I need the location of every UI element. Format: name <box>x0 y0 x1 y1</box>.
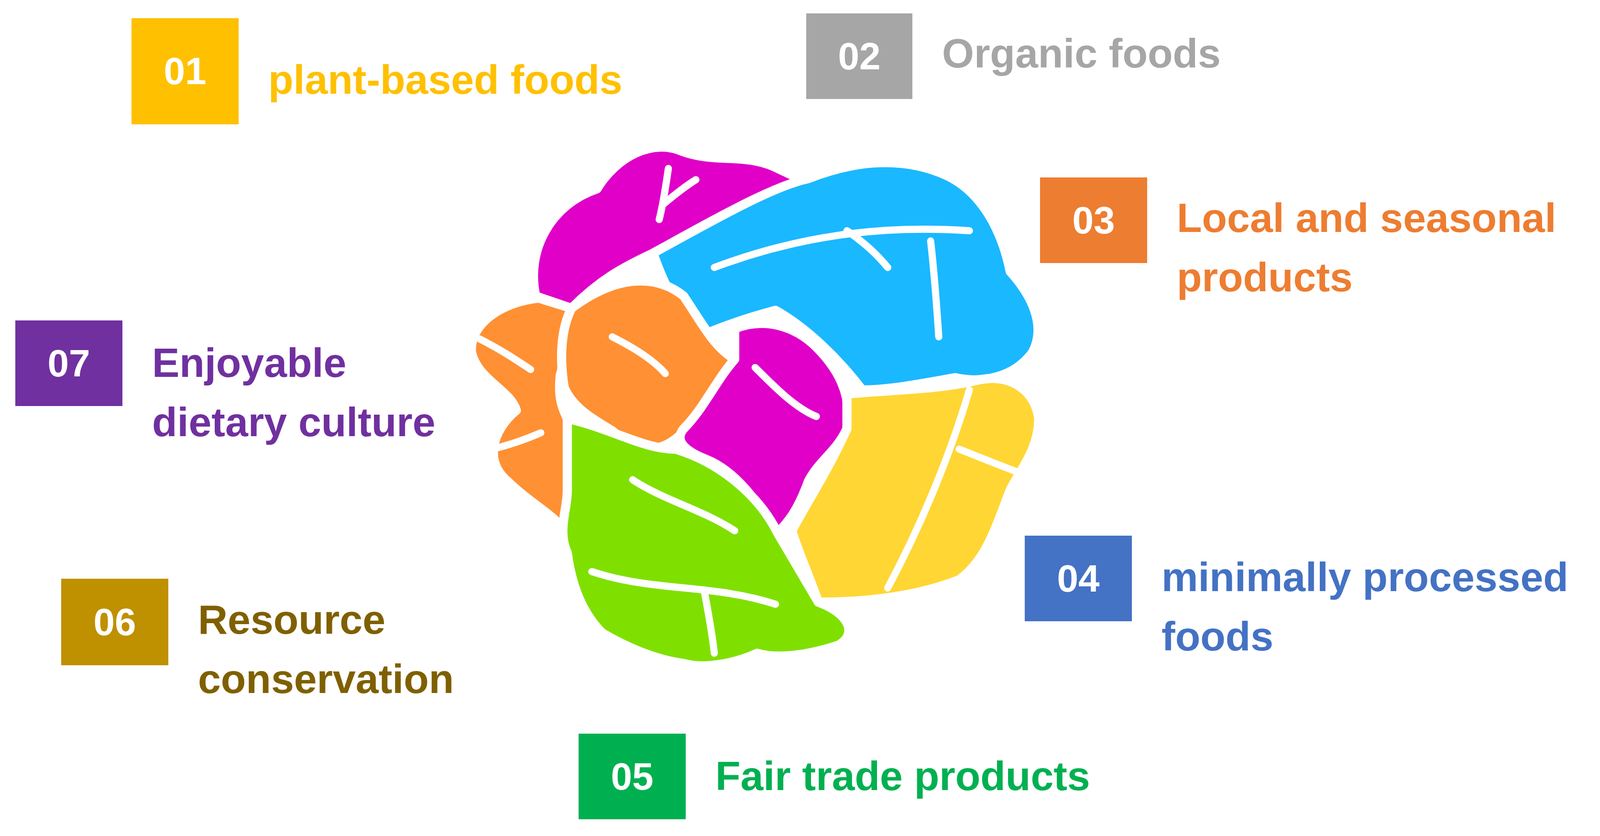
callout-number: 05 <box>611 757 654 796</box>
callout-number: 04 <box>1057 559 1100 598</box>
category-item: 02 Organic foods <box>806 13 1421 99</box>
number-box: 05 <box>578 733 686 820</box>
number-box: 03 <box>1040 177 1148 264</box>
number-box: 02 <box>806 13 913 99</box>
callout-number: 07 <box>47 344 91 383</box>
category-label: Local and seasonal products <box>1176 187 1589 307</box>
category-item: 06 Resource conservation <box>61 578 476 709</box>
callout-number: 01 <box>164 52 207 91</box>
number-box: 06 <box>61 578 169 666</box>
number-box: 07 <box>15 320 123 406</box>
category-label: Organic foods <box>942 23 1421 83</box>
callout-number: 02 <box>838 37 881 76</box>
category-label: minimally processed foods <box>1161 547 1592 666</box>
number-box: 04 <box>1024 535 1132 622</box>
category-item: 05 Fair trade products <box>578 733 1242 820</box>
number-box: 01 <box>131 18 239 125</box>
category-item: 01 plant-based foods <box>131 18 747 125</box>
category-item: 07 Enjoyable dietary culture <box>15 320 459 452</box>
callout-number: 03 <box>1072 201 1116 240</box>
category-label: Enjoyable dietary culture <box>152 332 459 452</box>
category-item: 03 Local and seasonal products <box>1040 177 1589 307</box>
callout-number: 06 <box>93 602 137 642</box>
category-label: Resource conservation <box>197 589 476 709</box>
category-label: plant-based foods <box>268 49 747 110</box>
category-label: Fair trade products <box>715 745 1242 806</box>
category-item: 04 minimally processed foods <box>1024 535 1592 666</box>
